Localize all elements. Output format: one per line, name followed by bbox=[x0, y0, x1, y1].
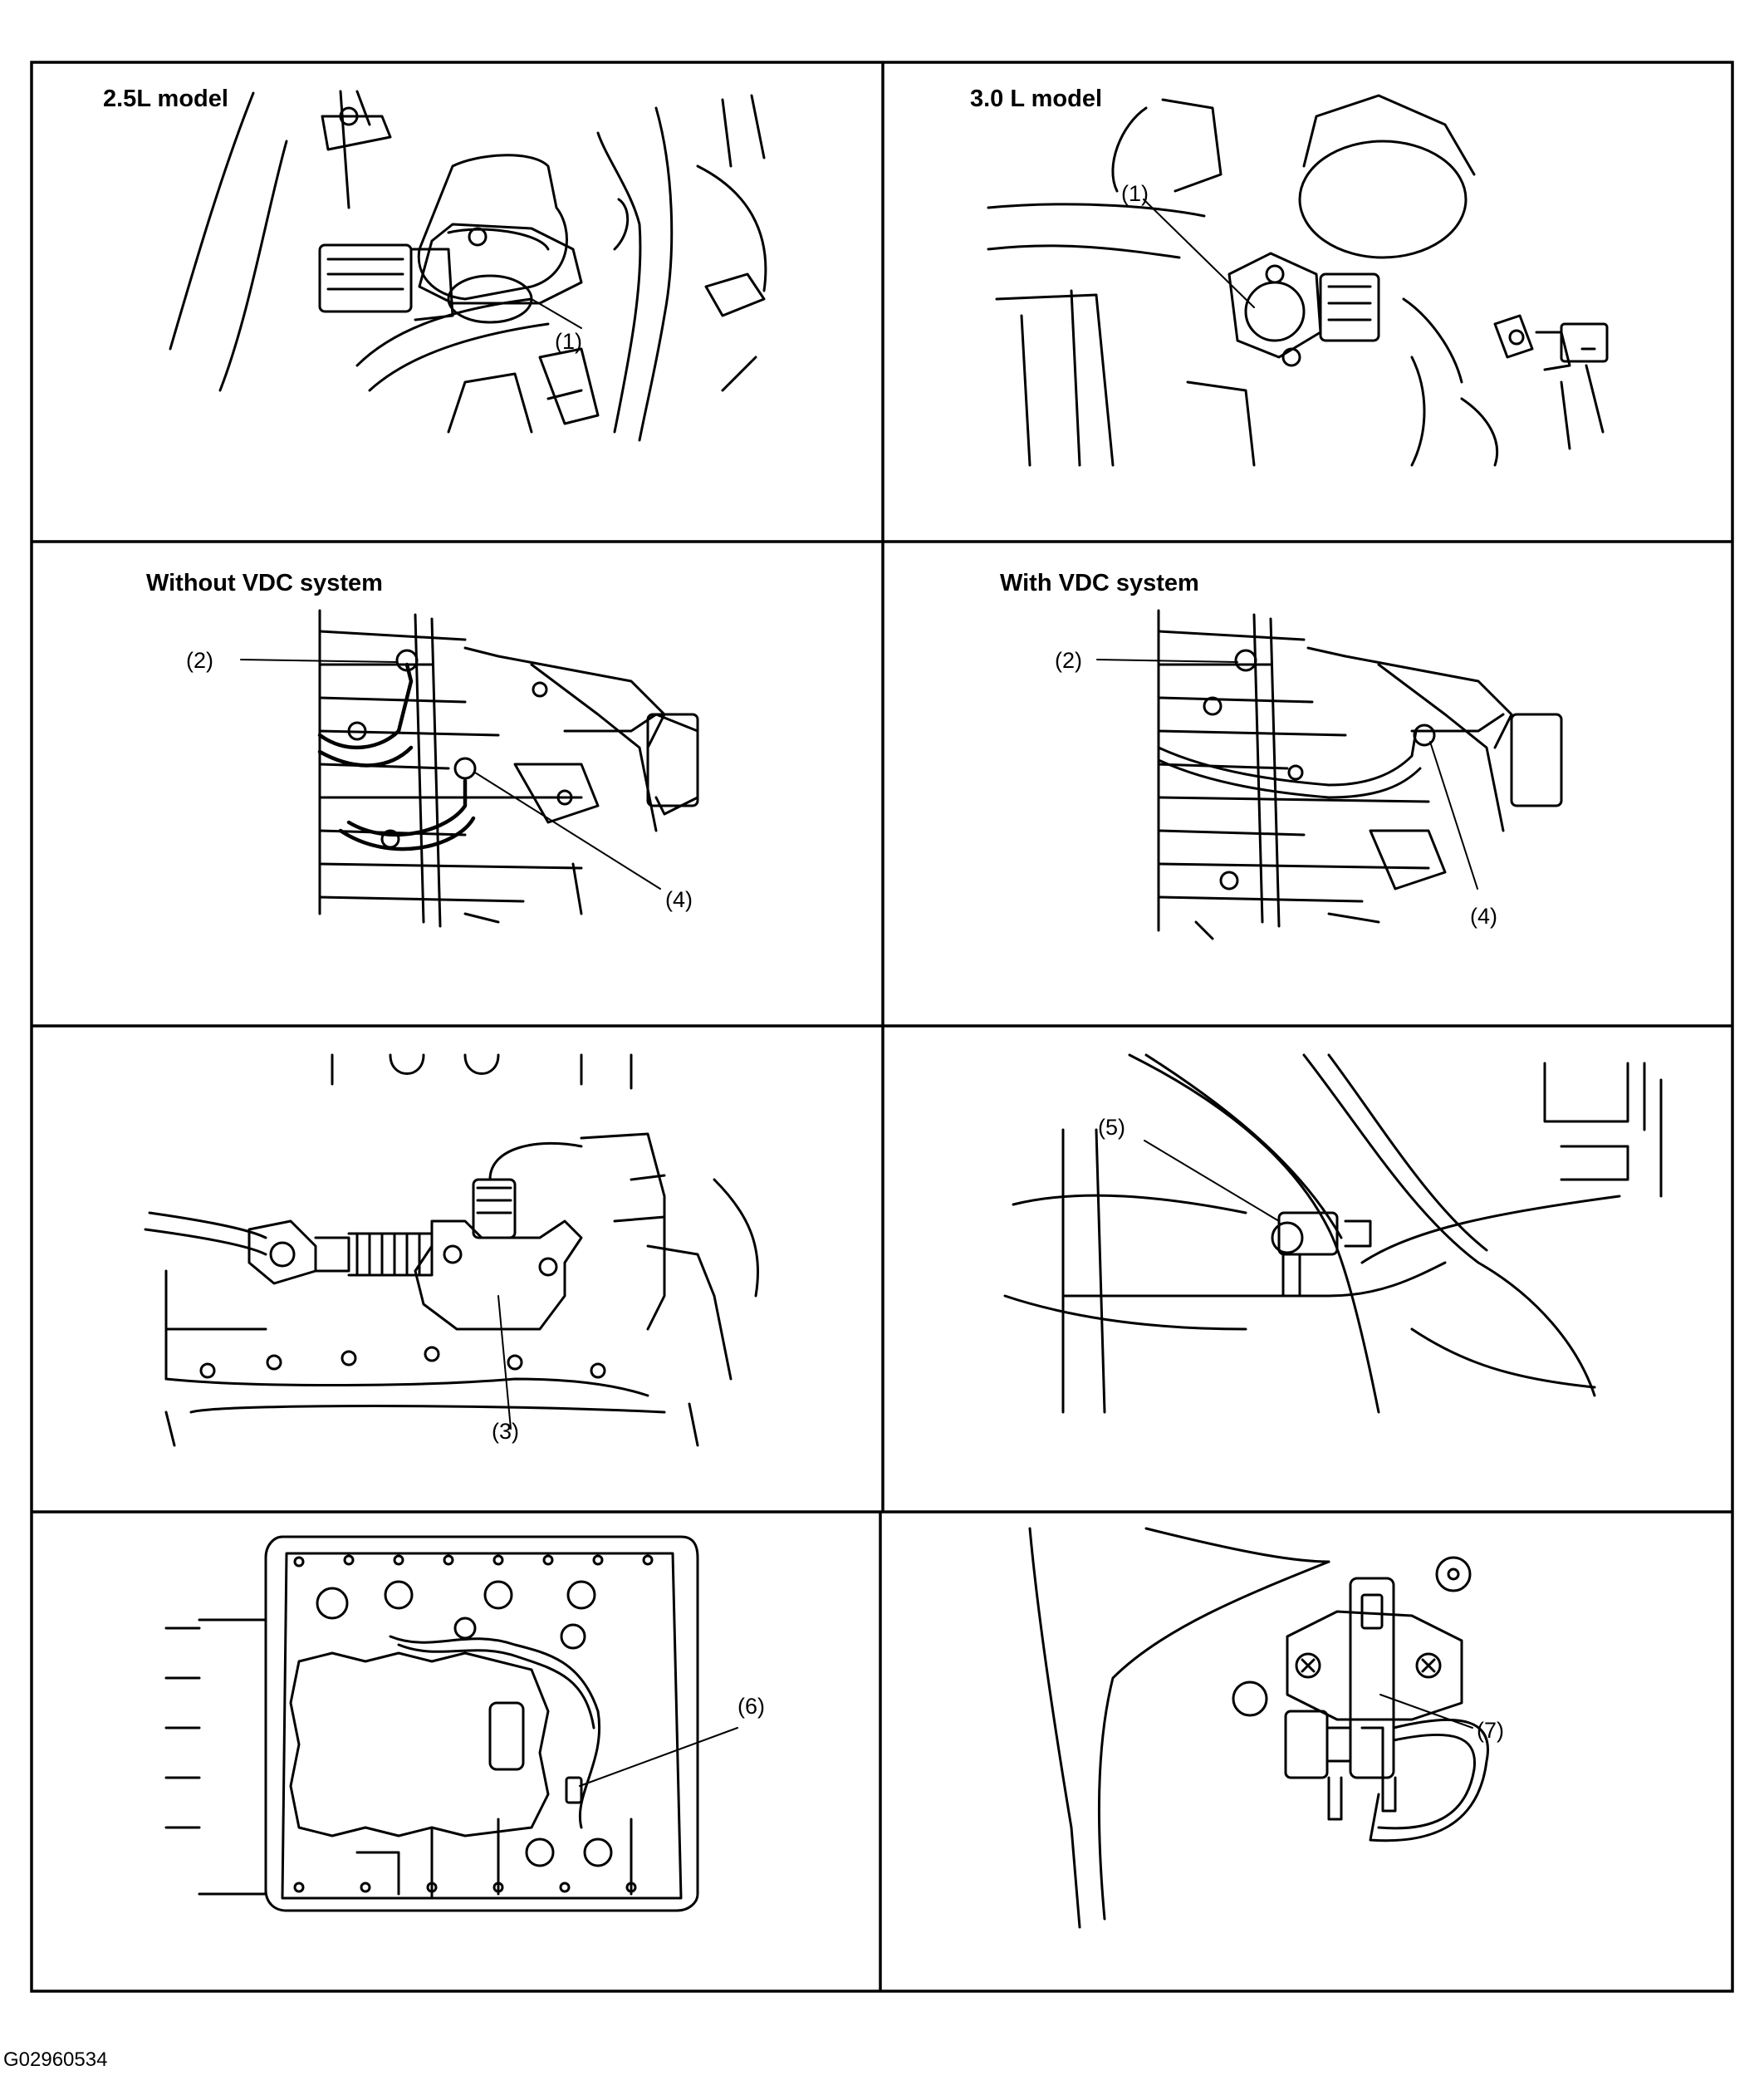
callout-7: (7) bbox=[1477, 1718, 1504, 1743]
panel-title-with-vdc: With VDC system bbox=[1000, 570, 1199, 596]
inhibitor-switch-drawing bbox=[144, 1053, 760, 1447]
transmission-with-vdc-drawing bbox=[1096, 609, 1563, 940]
panel-title-without-vdc: Without VDC system bbox=[146, 570, 383, 596]
figure-id: G02960534 bbox=[3, 2048, 108, 2071]
panel-title-2-5l: 2.5L model bbox=[103, 86, 228, 112]
callout-2-with-vdc: (2) bbox=[1055, 648, 1082, 673]
callout-1-2-5l: (1) bbox=[555, 329, 582, 354]
callout-2-without-vdc: (2) bbox=[186, 648, 213, 673]
panel-valve-body: (6) bbox=[164, 1535, 765, 1912]
panel-with-vdc: With VDC system (2) (4) bbox=[1000, 570, 1563, 940]
transmission-without-vdc-drawing bbox=[240, 609, 699, 928]
panel-inhibitor-switch: (3) bbox=[144, 1053, 760, 1447]
speed-sensor-drawing bbox=[1003, 1053, 1663, 1414]
valve-body-drawing bbox=[164, 1535, 738, 1912]
panel-without-vdc: Without VDC system (2) (4) bbox=[146, 570, 699, 928]
callout-4-without-vdc: (4) bbox=[665, 887, 693, 912]
callout-1-3-0l: (1) bbox=[1121, 181, 1149, 206]
throttle-position-sensor-2-5l-drawing bbox=[169, 90, 767, 442]
panel-2-5l-model: 2.5L model bbox=[103, 86, 767, 442]
sensor-bracket-drawing bbox=[1028, 1527, 1489, 1929]
panel-sensor-bracket: (7) bbox=[1028, 1527, 1504, 1929]
throttle-position-sensor-3-0l-drawing bbox=[987, 94, 1609, 467]
panel-title-3-0l: 3.0 L model bbox=[970, 86, 1102, 112]
callout-3: (3) bbox=[492, 1419, 519, 1444]
callout-5: (5) bbox=[1098, 1115, 1125, 1140]
panel-speed-sensor: (5) bbox=[1003, 1053, 1663, 1414]
callout-4-with-vdc: (4) bbox=[1470, 904, 1497, 929]
panel-grid bbox=[30, 61, 1734, 1993]
panel-3-0l-model: 3.0 L model bbox=[970, 86, 1609, 467]
callout-6: (6) bbox=[737, 1694, 765, 1719]
